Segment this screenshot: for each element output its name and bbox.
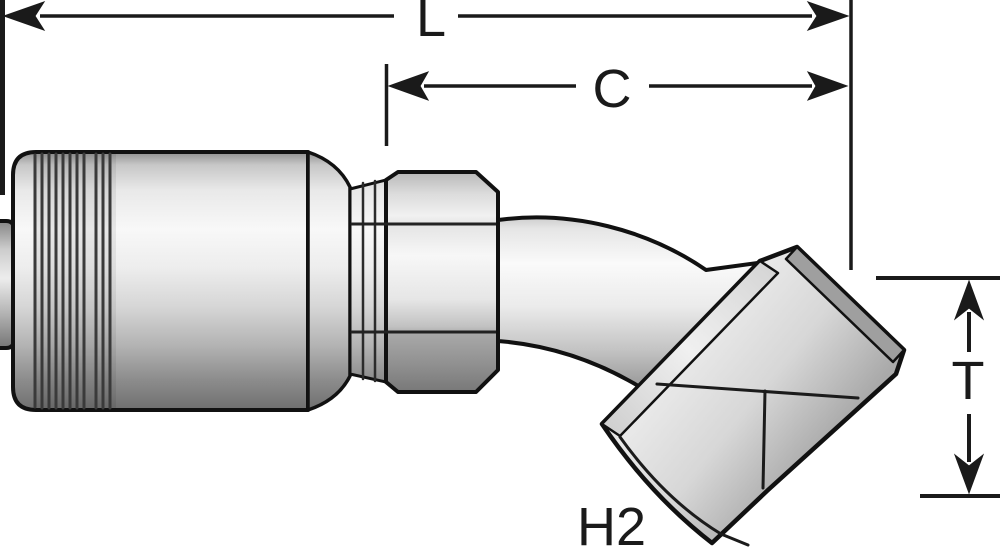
label-C: C — [593, 59, 632, 119]
neck-collar — [348, 178, 388, 384]
middle-hex-facet-lines — [350, 222, 499, 334]
fitting-illustration — [0, 150, 907, 547]
swivel-hex-nut — [599, 244, 907, 547]
dimension-L — [0, 0, 853, 270]
dimension-T — [876, 276, 1000, 498]
C-arrow-right — [806, 71, 849, 101]
swivel-nut-end-face — [784, 245, 906, 364]
swivel-nut-facet-line-vertical — [761, 389, 767, 490]
label-L: L — [416, 0, 446, 48]
middle-hex-nut — [384, 170, 500, 394]
swivel-nut-body — [599, 244, 907, 546]
L-arrow-left — [2, 1, 46, 31]
dimension-C — [384, 64, 849, 146]
L-arrow-right — [806, 1, 850, 31]
swivel-nut-facet-line-horizontal — [655, 382, 860, 400]
taper-cone — [306, 150, 352, 412]
ferrule-ribs — [33, 152, 112, 410]
swivel-nut-entry-chamfer — [600, 259, 780, 438]
T-arrow-down — [953, 453, 985, 495]
ferrule-shell — [11, 150, 310, 412]
swivel-nut-bottom-facet-line — [618, 435, 750, 547]
label-T: T — [952, 351, 985, 411]
C-arrow-left — [387, 71, 430, 101]
label-H2: H2 — [577, 497, 646, 549]
T-arrow-up — [953, 279, 985, 321]
dimension-annotations — [0, 0, 1000, 498]
neck-band-lines — [361, 179, 377, 383]
elbow-tube — [496, 215, 767, 392]
